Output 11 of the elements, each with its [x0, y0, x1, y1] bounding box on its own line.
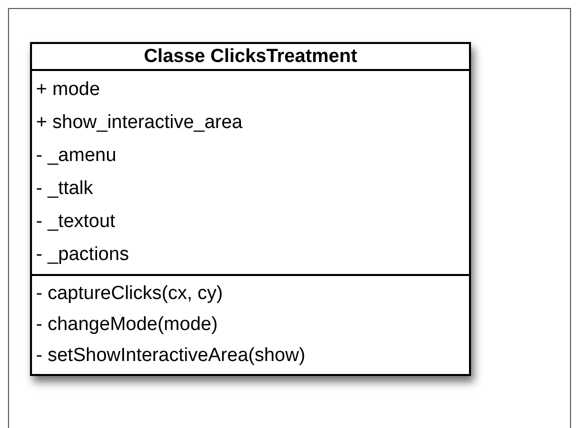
class-name: Classe ClicksTreatment [32, 44, 469, 71]
attribute-text: - _amenu [36, 144, 116, 168]
class-box [30, 42, 471, 376]
attribute-text: - _pactions [36, 243, 129, 267]
method-text: - changeMode(mode) [36, 313, 218, 337]
attribute-text: + mode [36, 78, 100, 102]
attribute-text: - _ttalk [36, 177, 94, 201]
attribute-text: + show_interactive_area [36, 111, 242, 135]
method-text: - setShowInteractiveArea(show) [36, 344, 306, 368]
method-text: - captureClicks(cx, cy) [36, 282, 223, 306]
attribute-text: - _textout [36, 210, 116, 234]
